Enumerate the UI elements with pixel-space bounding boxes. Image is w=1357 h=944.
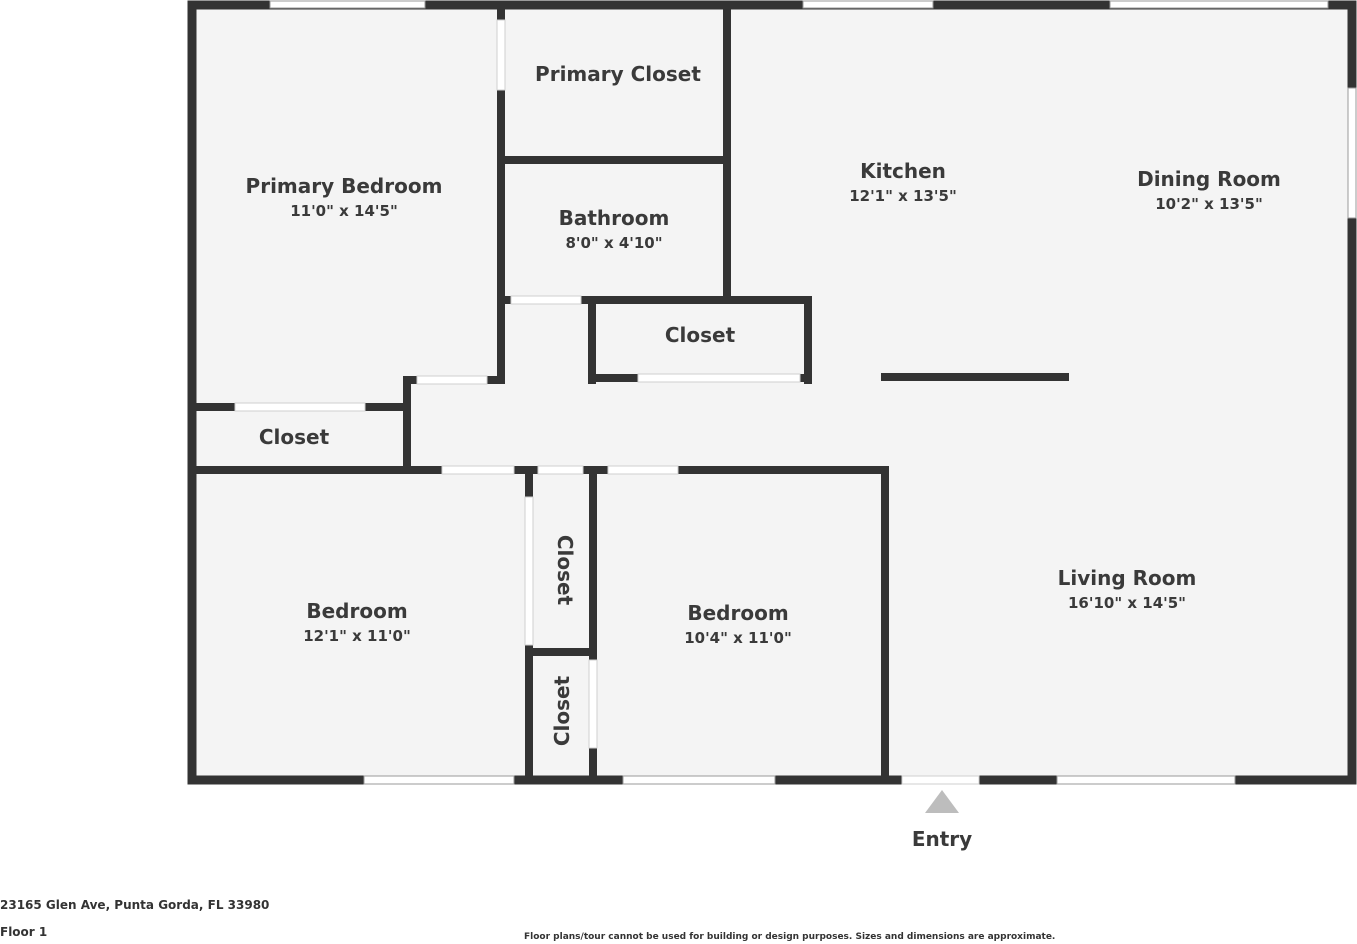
door-opening — [524, 496, 534, 646]
entry-label: Entry — [912, 827, 972, 851]
entry-triangle-icon — [925, 790, 959, 813]
room-dims-living-room: 16'10" x 14'5" — [1068, 594, 1186, 612]
floor-label: Floor 1 — [0, 925, 48, 939]
door-opening — [416, 375, 488, 385]
door-openings — [234, 19, 980, 785]
floor-area — [192, 5, 1352, 780]
window — [1109, 0, 1329, 9]
windows — [269, 0, 1357, 785]
room-name-bedroom-middle: Bedroom — [687, 601, 788, 625]
door-opening — [510, 295, 582, 305]
window — [1056, 775, 1236, 785]
door-opening — [441, 465, 515, 475]
door-opening — [496, 19, 506, 91]
room-dims-primary-bedroom: 11'0" x 14'5" — [290, 202, 398, 220]
room-name-primary-bedroom: Primary Bedroom — [246, 174, 443, 198]
entry-door — [901, 775, 980, 785]
door-opening — [588, 659, 598, 749]
door-opening — [537, 465, 584, 475]
room-dims-bathroom: 8'0" x 4'10" — [565, 234, 662, 252]
door-opening — [234, 402, 366, 412]
window — [1347, 87, 1357, 219]
door-opening — [607, 465, 679, 475]
room-name-dining-room: Dining Room — [1137, 167, 1281, 191]
room-name-bathroom: Bathroom — [559, 206, 670, 230]
window — [802, 0, 934, 9]
window — [363, 775, 515, 785]
room-name-kitchen: Kitchen — [860, 159, 946, 183]
room-dims-dining-room: 10'2" x 13'5" — [1155, 195, 1263, 213]
disclaimer-text: Floor plans/tour cannot be used for buil… — [524, 932, 1056, 942]
window — [622, 775, 776, 785]
room-name-living-room: Living Room — [1058, 566, 1197, 590]
door-opening — [637, 373, 801, 383]
room-dims-kitchen: 12'1" x 13'5" — [849, 187, 957, 205]
room-name-primary-closet: Primary Closet — [535, 62, 701, 86]
room-name-closet-upper: Closet — [553, 535, 577, 606]
window — [269, 0, 426, 9]
room-dims-bedroom-west: 12'1" x 11'0" — [303, 627, 411, 645]
room-name-primary-bedroom-closet: Closet — [259, 425, 330, 449]
room-name-hall-closet: Closet — [665, 323, 736, 347]
room-name-closet-lower: Closet — [550, 675, 574, 746]
room-name-bedroom-west: Bedroom — [306, 599, 407, 623]
address-text: 23165 Glen Ave, Punta Gorda, FL 33980 — [0, 898, 270, 912]
room-dims-bedroom-middle: 10'4" x 11'0" — [684, 629, 792, 647]
